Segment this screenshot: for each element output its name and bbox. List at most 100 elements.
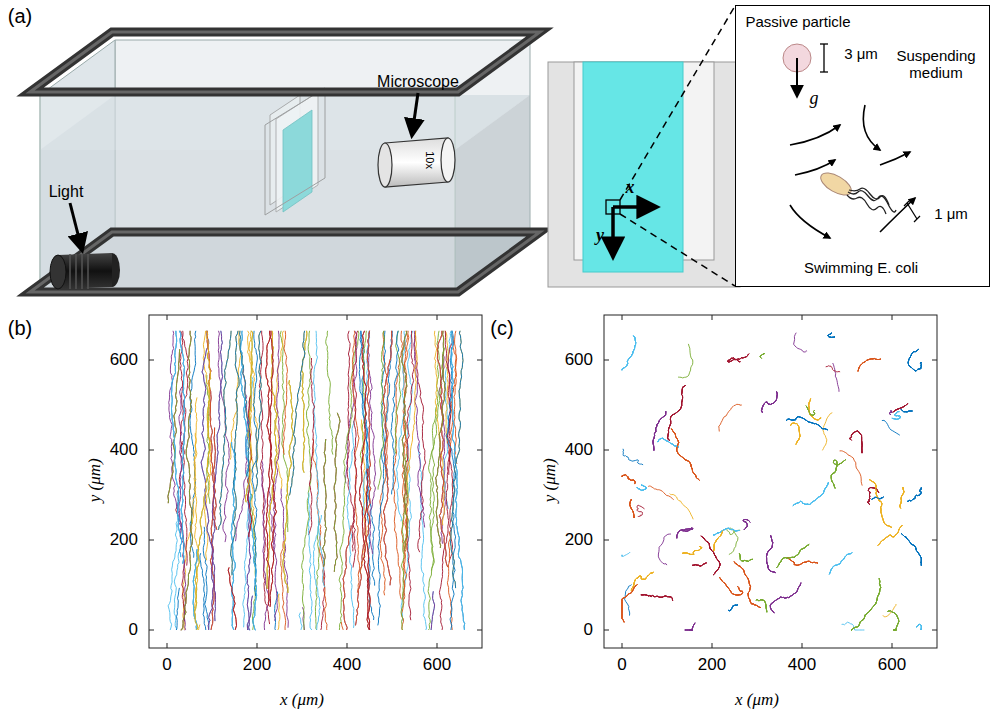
trajectory bbox=[622, 475, 635, 484]
trajectory bbox=[878, 525, 902, 545]
trajectory bbox=[720, 577, 743, 595]
tick bbox=[622, 315, 623, 320]
trajectory bbox=[788, 557, 818, 565]
tick bbox=[604, 450, 609, 451]
tick bbox=[802, 315, 803, 320]
axis-label: x (μm) bbox=[735, 691, 779, 710]
trajectory bbox=[668, 385, 686, 441]
inset-text: Passive particle bbox=[745, 13, 850, 30]
trajectory bbox=[739, 553, 752, 561]
trajectory bbox=[869, 480, 892, 528]
trajectory bbox=[701, 536, 720, 575]
trajectory bbox=[631, 572, 653, 591]
trajectory bbox=[622, 475, 635, 484]
trajectory bbox=[449, 331, 456, 458]
trajectory bbox=[677, 528, 693, 539]
trajectory bbox=[770, 583, 801, 613]
trajectory bbox=[770, 583, 801, 613]
trajectory bbox=[728, 605, 738, 611]
trajectory bbox=[692, 563, 706, 566]
tick bbox=[932, 450, 937, 451]
trajectory bbox=[851, 578, 881, 630]
trajectory bbox=[266, 331, 271, 606]
tick bbox=[712, 315, 713, 320]
trajectory bbox=[637, 505, 645, 516]
trajectory bbox=[793, 482, 829, 506]
tick bbox=[149, 630, 154, 631]
trajectory bbox=[901, 409, 913, 412]
tick bbox=[712, 643, 713, 648]
trajectory bbox=[352, 331, 360, 593]
axis-label: 0 bbox=[129, 621, 138, 640]
trajectory bbox=[851, 578, 881, 630]
trajectory bbox=[383, 331, 392, 586]
axis-label: 400 bbox=[110, 441, 138, 460]
trajectory bbox=[728, 605, 738, 611]
trajectory bbox=[714, 531, 723, 552]
trajectory bbox=[767, 535, 776, 572]
trajectory bbox=[622, 585, 637, 623]
trajectory bbox=[266, 331, 271, 606]
trajectory bbox=[622, 336, 636, 371]
trajectory bbox=[734, 562, 760, 608]
trajectory bbox=[701, 536, 720, 575]
tick bbox=[477, 360, 482, 361]
trajectory bbox=[677, 528, 693, 539]
trajectory bbox=[901, 409, 913, 412]
trajectory bbox=[728, 354, 749, 362]
trajectory bbox=[760, 353, 765, 358]
trajectory bbox=[828, 333, 835, 337]
trajectory bbox=[682, 547, 702, 555]
trajectory bbox=[739, 553, 752, 561]
trajectory bbox=[334, 413, 340, 572]
trajectory bbox=[900, 487, 904, 508]
trajectory bbox=[199, 625, 200, 631]
trajectory bbox=[739, 553, 752, 561]
trajectory bbox=[777, 544, 810, 567]
trajectory bbox=[402, 331, 408, 552]
trajectory bbox=[850, 431, 862, 453]
trajectory bbox=[829, 553, 852, 575]
chamber-front-view bbox=[548, 6, 740, 287]
inset-text: 1 μm bbox=[934, 205, 968, 222]
trajectory bbox=[672, 429, 700, 481]
trajectory bbox=[890, 411, 892, 415]
trajectory bbox=[341, 622, 343, 630]
inset-text: Suspending medium bbox=[886, 47, 986, 82]
trajectory bbox=[622, 475, 635, 484]
trajectory bbox=[682, 547, 702, 555]
trajectory bbox=[777, 544, 810, 567]
trajectory bbox=[829, 553, 852, 575]
trajectory bbox=[901, 533, 921, 565]
trajectory bbox=[406, 331, 415, 620]
trajectory bbox=[714, 531, 723, 552]
trajectory bbox=[692, 563, 706, 566]
trajectory bbox=[685, 623, 695, 630]
plot-frame bbox=[149, 315, 482, 648]
trajectory bbox=[720, 577, 743, 595]
trajectory bbox=[323, 439, 327, 567]
trajectory bbox=[622, 552, 630, 557]
trajectory bbox=[630, 499, 634, 518]
trajectory bbox=[672, 429, 700, 481]
trajectory bbox=[809, 399, 821, 421]
trajectory bbox=[777, 544, 810, 567]
trajectory bbox=[622, 585, 637, 623]
trajectory bbox=[360, 331, 370, 630]
trajectory bbox=[770, 583, 801, 613]
trajectory bbox=[194, 331, 210, 630]
trajectory bbox=[630, 499, 634, 518]
trajectory bbox=[739, 553, 752, 561]
trajectory bbox=[831, 459, 846, 488]
trajectory bbox=[631, 572, 653, 591]
inset-text: 3 μm bbox=[844, 45, 878, 62]
trajectory bbox=[326, 331, 333, 455]
trajectory-plots bbox=[149, 315, 937, 648]
trajectory bbox=[682, 547, 702, 555]
trajectory bbox=[767, 535, 776, 572]
trajectory bbox=[828, 333, 835, 337]
trajectory bbox=[283, 331, 287, 455]
axis-label: (c) bbox=[490, 317, 513, 339]
trajectory bbox=[890, 411, 892, 415]
trajectory bbox=[728, 605, 738, 611]
